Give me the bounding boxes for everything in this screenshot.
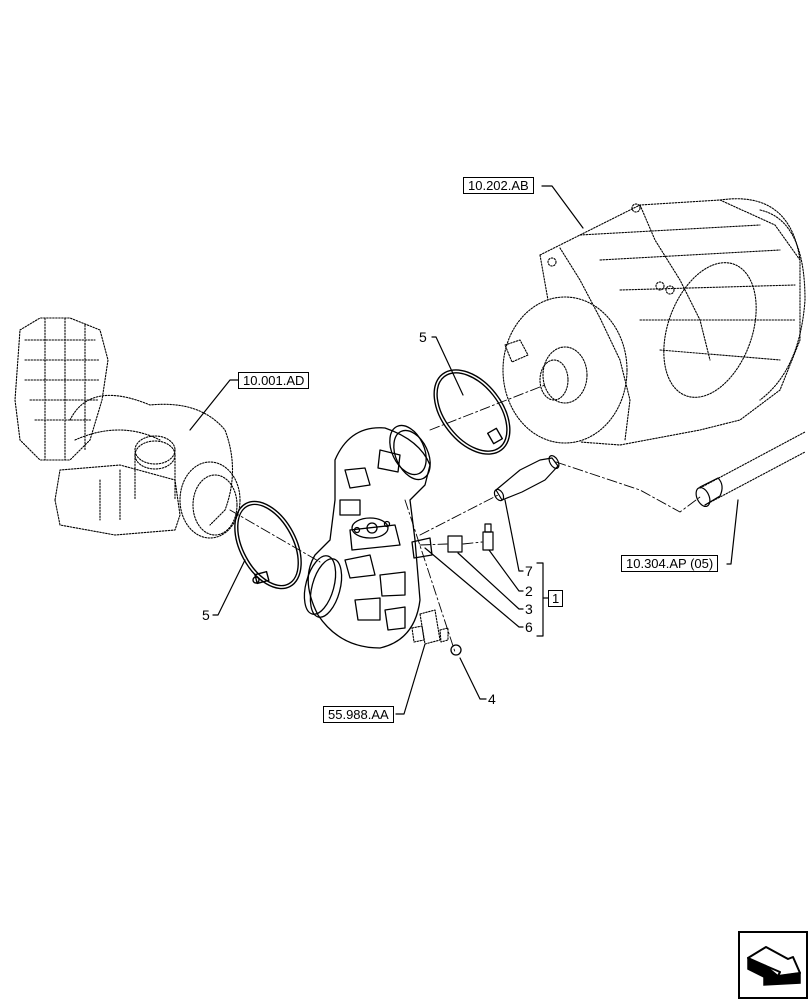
ref-label-pipe[interactable]: 10.304.AP (05) — [621, 555, 719, 572]
callout-4[interactable]: 4 — [488, 691, 496, 707]
lower-clamp-drawing — [234, 500, 302, 590]
elbow-pipe-drawing — [303, 424, 433, 649]
ref-label-transmission[interactable]: 10.202.AB — [463, 177, 534, 194]
callout-7[interactable]: 7 — [525, 563, 533, 579]
ref-label-turbocharger[interactable]: 10.001.AD — [238, 372, 310, 389]
centerlines — [229, 384, 701, 653]
pipe-end-drawing — [695, 477, 723, 508]
turbocharger-drawing — [14, 317, 241, 539]
callout-2[interactable]: 2 — [525, 583, 533, 599]
next-page-arrow-icon — [747, 946, 801, 986]
upper-clamp-drawing — [433, 369, 511, 455]
part-2-sensor — [482, 531, 494, 551]
next-page-button[interactable] — [738, 931, 808, 999]
callout-5-upper[interactable]: 5 — [419, 329, 427, 345]
nut-4-drawing — [450, 644, 462, 656]
pipe-drawing — [699, 431, 806, 506]
sensor-drawing — [411, 609, 449, 645]
callout-5-lower[interactable]: 5 — [202, 607, 210, 623]
callout-6[interactable]: 6 — [525, 619, 533, 635]
callout-3[interactable]: 3 — [525, 601, 533, 617]
small-parts-drawing — [447, 455, 560, 553]
part-3-bushing — [447, 535, 463, 553]
kit-label[interactable]: 1 — [548, 590, 564, 607]
ref-label-sensor[interactable]: 55.988.AA — [323, 706, 394, 723]
transmission-housing-drawing — [502, 198, 806, 446]
part-7-pin — [495, 457, 559, 501]
leader-lines — [189, 185, 739, 715]
